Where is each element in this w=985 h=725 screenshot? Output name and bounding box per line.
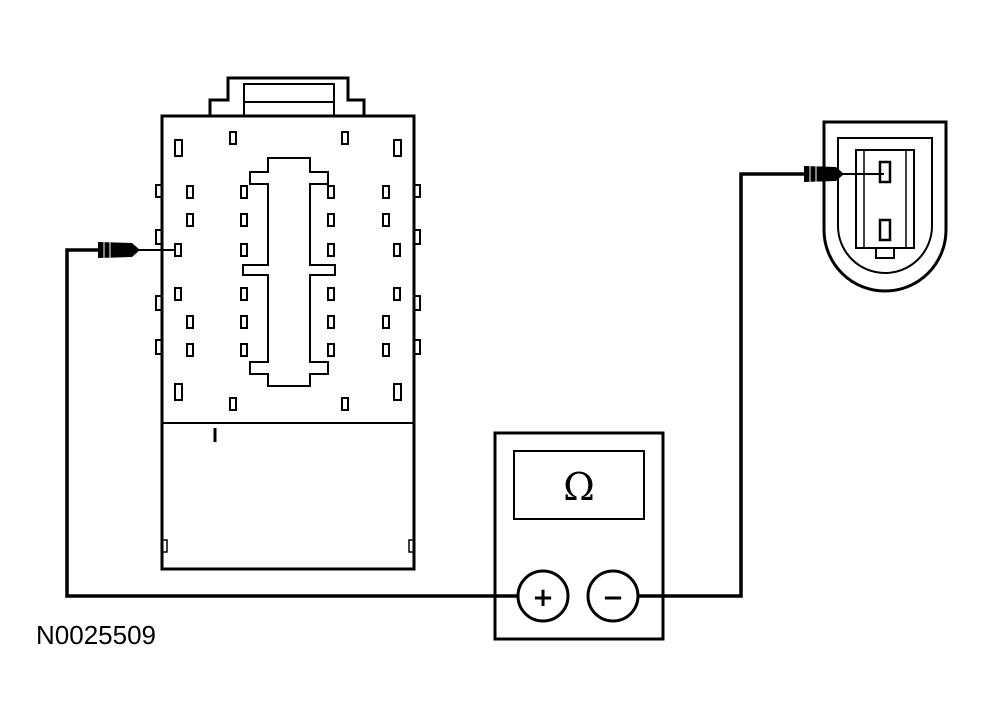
pin-cavity <box>393 287 401 301</box>
two-pin-terminal-b <box>878 218 892 242</box>
test-leads <box>65 172 884 598</box>
pin-cavity <box>174 139 183 157</box>
positive-probe <box>98 242 140 258</box>
negative-test-lead <box>638 172 806 598</box>
pin-cavity <box>240 243 248 257</box>
pin-cavity <box>382 343 390 357</box>
pin-cavity <box>186 185 194 199</box>
negative-probe <box>804 166 844 182</box>
ohm-symbol: Ω <box>563 465 595 509</box>
pin-cavity <box>327 287 335 301</box>
two-pin-connector-outer <box>822 120 948 293</box>
connector-body <box>160 114 416 571</box>
pin-cavity <box>327 343 335 357</box>
pin-cavity <box>393 243 401 257</box>
connector-pin-cavities <box>174 131 402 411</box>
ohmmeter-display <box>513 450 645 520</box>
two-pin-connector <box>822 120 948 293</box>
connector-keyway <box>242 157 336 387</box>
ohmmeter: Ω + − <box>493 431 665 641</box>
pin-cavity <box>240 315 248 329</box>
positive-test-lead <box>65 248 518 598</box>
pin-cavity <box>186 343 194 357</box>
pin-cavity <box>186 213 194 227</box>
pin-cavity <box>382 315 390 329</box>
pin-cavity <box>240 287 248 301</box>
positive-terminal-label: + <box>532 583 554 613</box>
pin-cavity <box>327 185 335 199</box>
pin-cavity <box>240 343 248 357</box>
pin-cavity <box>382 213 390 227</box>
ohmmeter-body <box>493 431 665 641</box>
pin-cavity <box>341 397 349 411</box>
pin-cavity <box>327 213 335 227</box>
pin-cavity <box>341 131 349 145</box>
pin-cavity <box>240 185 248 199</box>
pin-cavity <box>327 243 335 257</box>
two-pin-connector-inner <box>837 137 933 274</box>
connector-latch <box>208 76 366 115</box>
pin-cavity <box>240 213 248 227</box>
pin-cavity <box>393 383 402 401</box>
pin-cavity <box>393 139 402 157</box>
pin-cavity <box>327 315 335 329</box>
two-pin-terminal-a <box>878 160 892 184</box>
multi-pin-connector <box>155 76 421 571</box>
negative-terminal-label: − <box>602 583 624 613</box>
pin-cavity <box>229 397 237 411</box>
pin-cavity <box>229 131 237 145</box>
pin-cavity <box>174 383 183 401</box>
pin-cavity <box>174 287 182 301</box>
figure-reference-code: N0025509 <box>36 620 156 650</box>
pin-cavity <box>382 185 390 199</box>
pin-cavity <box>186 315 194 329</box>
connector-latch-window <box>243 83 335 103</box>
